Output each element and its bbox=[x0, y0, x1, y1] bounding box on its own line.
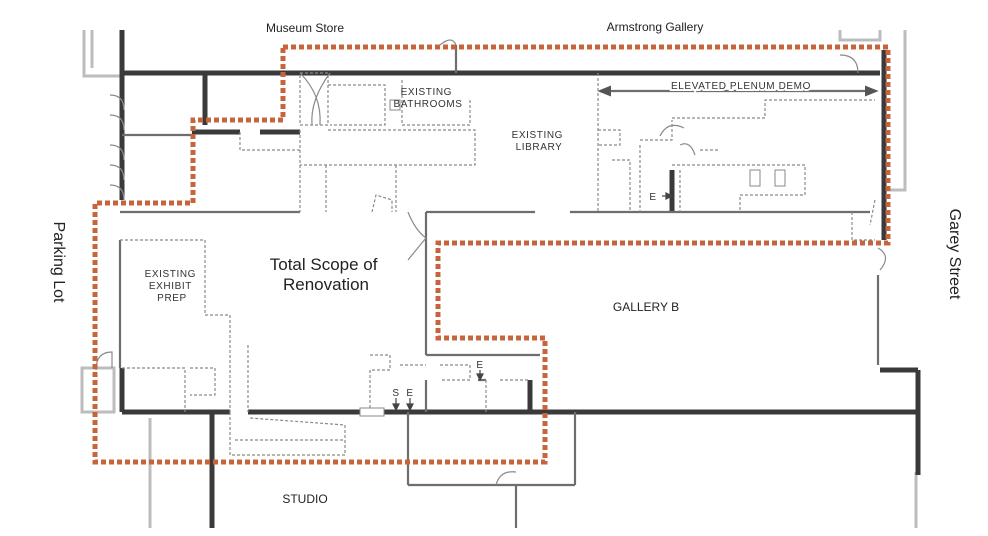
exterior-light-walls bbox=[80, 30, 918, 528]
parking-lot-label: Parking Lot bbox=[50, 222, 67, 303]
door-swings bbox=[95, 39, 887, 486]
museum-store-label: Museum Store bbox=[266, 21, 344, 35]
total-scope-label: Total Scope of Renovation bbox=[270, 255, 382, 294]
gallery-b-label: GALLERY B bbox=[613, 300, 679, 314]
fixtures bbox=[359, 99, 786, 417]
elevated-plenum-arrow bbox=[597, 85, 879, 97]
marker-e-library: E bbox=[649, 192, 656, 203]
elevated-plenum-demo-label: ELEVATED PLENUM DEMO bbox=[671, 81, 811, 92]
scope-outline bbox=[92, 44, 891, 465]
studio-label: STUDIO bbox=[282, 492, 327, 506]
garey-street-label: Garey Street bbox=[946, 209, 963, 300]
marker-s: S bbox=[392, 388, 399, 399]
primary-walls bbox=[119, 30, 921, 528]
armstrong-gallery-label: Armstrong Gallery bbox=[607, 20, 704, 34]
interior-walls bbox=[118, 45, 880, 528]
marker-e-middle: E bbox=[476, 360, 483, 371]
marker-e-bottom: E bbox=[406, 388, 413, 399]
existing-bathrooms-label: EXISTING BATHROOMS bbox=[393, 87, 462, 110]
existing-exhibit-prep-label: EXISTING EXHIBIT PREP bbox=[145, 269, 200, 304]
existing-partitions bbox=[120, 72, 876, 456]
existing-library-label: EXISTING LIBRARY bbox=[512, 130, 567, 153]
marker-arrows bbox=[392, 192, 674, 412]
